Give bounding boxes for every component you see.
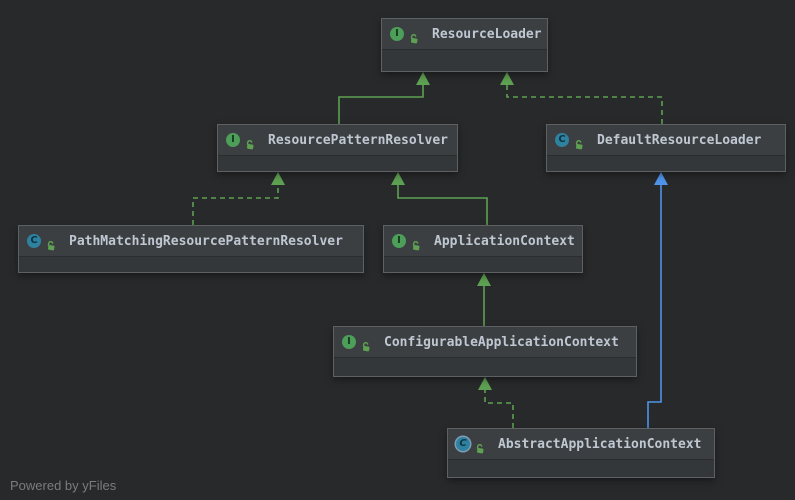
node-header: I ResourcePatternResolver	[218, 125, 457, 155]
class-node-resource-pattern-resolver[interactable]: I ResourcePatternResolver	[217, 124, 458, 172]
class-name-label: AbstractApplicationContext	[498, 436, 702, 452]
public-lock-icon	[474, 438, 487, 453]
node-body	[218, 155, 457, 171]
class-name-label: PathMatchingResourcePatternResolver	[69, 233, 343, 249]
node-body	[19, 256, 363, 272]
node-header: C AbstractApplicationContext	[448, 429, 714, 459]
interface-icon: I	[226, 133, 240, 147]
interface-icon: I	[392, 234, 406, 248]
public-lock-icon	[360, 336, 373, 351]
node-body	[334, 357, 636, 376]
class-node-path-matching-resource-pattern-resolver[interactable]: C PathMatchingResourcePatternResolver	[18, 225, 364, 273]
node-body	[547, 155, 785, 171]
interface-icon: I	[390, 27, 404, 41]
node-body	[448, 459, 714, 477]
public-lock-icon	[410, 235, 423, 250]
class-node-configurable-application-context[interactable]: I ConfigurableApplicationContext	[333, 326, 637, 377]
public-lock-icon	[45, 235, 58, 250]
class-node-application-context[interactable]: I ApplicationContext	[383, 225, 583, 273]
node-header: C DefaultResourceLoader	[547, 125, 785, 155]
class-name-label: ResourceLoader	[432, 26, 542, 42]
node-body	[384, 256, 582, 272]
node-body	[382, 49, 547, 71]
class-icon: C	[555, 133, 569, 147]
node-header: C PathMatchingResourcePatternResolver	[19, 226, 363, 256]
node-header: I ApplicationContext	[384, 226, 582, 256]
node-header: I ResourceLoader	[382, 19, 547, 49]
class-name-label: ApplicationContext	[434, 233, 575, 249]
class-icon: C	[27, 234, 41, 248]
class-node-abstract-application-context[interactable]: C AbstractApplicationContext	[447, 428, 715, 478]
public-lock-icon	[408, 28, 421, 43]
class-name-label: ResourcePatternResolver	[268, 132, 449, 148]
yfiles-credit-label: Powered by yFiles	[10, 478, 117, 493]
class-node-default-resource-loader[interactable]: C DefaultResourceLoader	[546, 124, 786, 172]
abstract-class-icon: C	[456, 437, 470, 451]
class-name-label: DefaultResourceLoader	[597, 132, 762, 148]
node-header: I ConfigurableApplicationContext	[334, 327, 636, 357]
public-lock-icon	[244, 134, 257, 149]
class-node-resource-loader[interactable]: I ResourceLoader	[381, 18, 548, 72]
class-name-label: ConfigurableApplicationContext	[384, 334, 619, 350]
interface-icon: I	[342, 335, 356, 349]
public-lock-icon	[573, 134, 586, 149]
